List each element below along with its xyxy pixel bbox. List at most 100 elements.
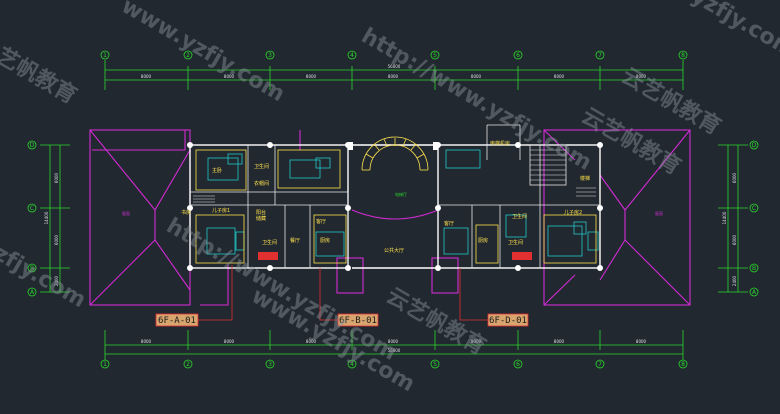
furniture [206, 149, 599, 257]
watermark-url: www.yzfjy.com [117, 0, 289, 107]
unit-tag-6f-d-01[interactable]: 6F-D-01 [487, 313, 529, 327]
tag-leaders [198, 265, 488, 321]
room-label: 电梯机房 [490, 140, 510, 147]
left-axis-labels: D C B A [30, 142, 35, 296]
top-axis-bubbles [100, 50, 688, 60]
room-label: 卫生间 [254, 163, 269, 170]
top-total-dimension: 56000 [388, 64, 401, 69]
axis-label: C [752, 205, 756, 212]
dim-text: 14400 [44, 211, 49, 224]
right-dimension-chain [718, 144, 748, 293]
room-label: 衣帽间 [254, 180, 269, 187]
spiral-staircase [361, 136, 429, 171]
dim-text: 2400 [732, 275, 737, 286]
unit-tag-6f-a-01[interactable]: 6F-A-01 [155, 313, 199, 327]
room-label: 厨房 [478, 237, 488, 244]
bottom-segment-dimensions: 8000 8000 8000 8000 8000 8000 8000 [141, 339, 647, 344]
watermark-url: yzfjy.com [0, 234, 90, 314]
watermark-brand: 艺帆教育 [0, 43, 81, 110]
room-label: 书房 [181, 209, 191, 216]
room-label: 楼梯 [580, 175, 590, 182]
room-label: 阳台 [256, 209, 266, 216]
wardrobe-outlines [195, 149, 597, 264]
dim-text: 2400 [54, 275, 59, 286]
room-label: 餐厅 [290, 237, 300, 244]
dim-text: 8000 [141, 339, 152, 344]
room-label: 厨房 [320, 237, 330, 244]
room-label: 卫生间 [508, 239, 523, 246]
left-axis-bubbles [27, 140, 37, 297]
dim-text: 8000 [306, 339, 317, 344]
axis-label: 1 [103, 361, 107, 368]
unit-tag-label: 6F-D-01 [489, 316, 527, 326]
dim-text: 6000 [54, 172, 59, 183]
dim-text: 8000 [224, 339, 235, 344]
room-label: 儿子房1 [212, 207, 230, 214]
room-label: 主卧 [212, 167, 222, 174]
room-label: 公共大厅 [384, 247, 404, 254]
dim-text: 8000 [471, 339, 482, 344]
axis-label: 3 [268, 52, 272, 59]
right-axis-bubbles [749, 140, 759, 297]
room-label: 卫生间 [512, 213, 527, 220]
axis-label: 2 [186, 52, 190, 59]
room-label: 电梯厅 [395, 191, 407, 197]
left-dimension-chain [40, 144, 70, 293]
roof-label-right: 屋面 [655, 210, 663, 216]
axis-label: B [752, 265, 756, 272]
axis-label: A [30, 289, 35, 296]
axis-label: 8 [681, 361, 685, 368]
axis-label: B [30, 265, 34, 272]
left-side-dimensions: 6000 6000 2400 14400 [44, 172, 59, 286]
room-label: 儿子房2 [564, 209, 582, 216]
dim-text: 6000 [732, 234, 737, 245]
room-labels: 主卧 卫生间 衣帽间 阳台 儿子房1 书房 卫生间 客厅 餐厅 厨房 储藏 电梯… [181, 140, 590, 254]
dim-text: 8000 [471, 74, 482, 79]
room-label: 卫生间 [262, 239, 277, 246]
room-label: 客厅 [444, 220, 454, 227]
axis-label: 7 [598, 52, 602, 59]
dim-text: 8000 [224, 74, 235, 79]
axis-label: 8 [681, 52, 685, 59]
axis-label: 6 [516, 361, 520, 368]
unit-tag-label: 6F-B-01 [339, 316, 377, 326]
dim-text: 8000 [388, 339, 399, 344]
axis-label: 6 [516, 52, 520, 59]
axis-label: 1 [103, 52, 107, 59]
room-label: 储藏 [256, 215, 266, 222]
roof-label-left: 屋面 [122, 210, 130, 216]
right-axis-labels: D C B A [752, 142, 757, 296]
dim-text: 8000 [554, 74, 565, 79]
top-segment-dimensions: 8000 8000 8000 8000 8000 8000 8000 [141, 74, 647, 79]
axis-label: C [30, 205, 34, 212]
dim-text: 14400 [722, 211, 727, 224]
axis-label: 2 [186, 361, 190, 368]
watermark-layer: www.yzfjy.com http://www.yzfjy.com http:… [0, 0, 780, 397]
bottom-total-dimension: 56000 [388, 348, 401, 353]
structural-columns [187, 142, 603, 271]
bottom-dimension-chain [104, 330, 684, 360]
top-axis-labels: 1 2 3 4 5 6 7 8 [103, 52, 685, 59]
axis-label: 3 [268, 361, 272, 368]
watermark-url: http://www.yzfjy.com [162, 214, 401, 366]
dim-text: 6000 [54, 234, 59, 245]
dim-text: 8000 [554, 339, 565, 344]
right-side-dimensions: 6000 6000 2400 14400 [722, 172, 737, 286]
interior-walls [190, 124, 600, 268]
axis-label: A [752, 289, 757, 296]
watermark-url: http://www.yzfjy.com [357, 24, 596, 176]
room-label: 客厅 [316, 218, 326, 225]
dim-text: 6000 [732, 172, 737, 183]
bottom-axis-bubbles [100, 359, 688, 369]
bottom-axis-labels: 1 2 3 4 5 6 7 8 [103, 361, 685, 368]
axis-label: D [30, 142, 35, 149]
dim-text: 8000 [388, 74, 399, 79]
axis-label: 4 [350, 361, 354, 368]
unit-tag-6f-b-01[interactable]: 6F-B-01 [337, 313, 379, 327]
dim-text: 8000 [636, 74, 647, 79]
kitchen-counters [258, 252, 532, 260]
unit-tag-label: 6F-A-01 [158, 316, 196, 326]
dim-text: 8000 [636, 339, 647, 344]
